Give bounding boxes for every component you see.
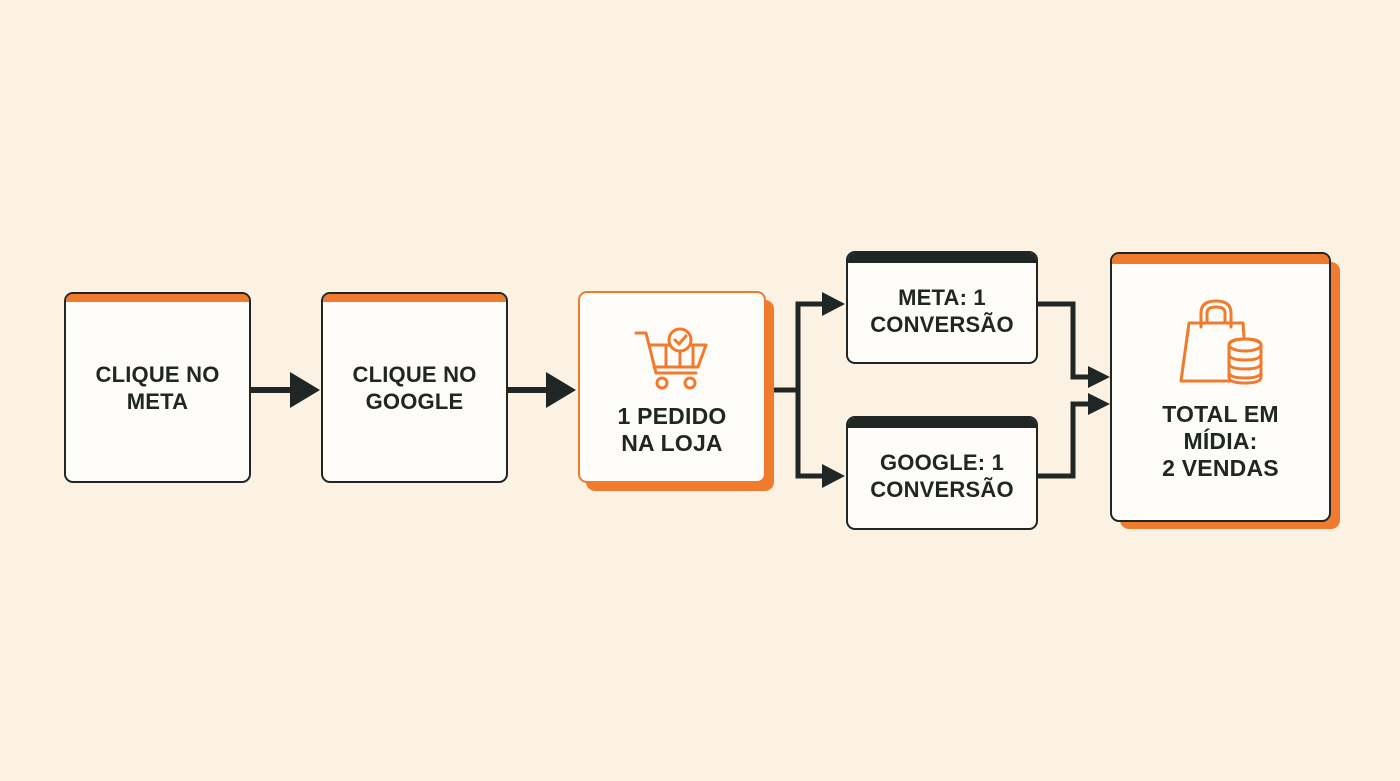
- arrowhead-google-to-order: [546, 372, 576, 408]
- google-click-node: CLIQUE NO GOOGLE: [321, 292, 508, 483]
- google-conversion-line-1: GOOGLE: 1: [879, 450, 1005, 475]
- order-line-2: NA LOJA: [621, 430, 723, 456]
- node-accent-bar: [323, 294, 506, 302]
- google-click-label: CLIQUE NO GOOGLE: [352, 361, 476, 415]
- meta-click-line-2: META: [126, 388, 189, 414]
- order-node: 1 PEDIDO NA LOJA: [578, 291, 766, 483]
- total-icon-wrap: [1171, 297, 1271, 387]
- split-to-google: [795, 390, 825, 479]
- meta-click-line-1: CLIQUE NO: [95, 361, 220, 387]
- google-conversion-line-2: CONVERSÃO: [870, 477, 1014, 502]
- total-line-2: MÍDIA:: [1183, 427, 1258, 454]
- node-accent-bar: [848, 253, 1036, 263]
- google-conversion-label: GOOGLE: 1 CONVERSÃO: [870, 449, 1014, 503]
- arrowhead-google-to-total: [1088, 393, 1110, 415]
- meta-to-total: [1037, 301, 1090, 380]
- order-icon-wrap: [632, 323, 712, 393]
- arrowhead-to-meta-conversion: [822, 292, 845, 316]
- meta-conversion-line-1: META: 1: [898, 284, 986, 310]
- total-node: TOTAL EM MÍDIA: 2 VENDAS: [1110, 252, 1331, 522]
- node-accent-bar: [1112, 254, 1329, 264]
- google-click-line-2: GOOGLE: [365, 388, 464, 414]
- order-label: 1 PEDIDO NA LOJA: [618, 403, 727, 457]
- shopping-cart-check-icon: [634, 327, 708, 390]
- arrowhead-meta-to-total: [1088, 366, 1110, 388]
- meta-conversion-node: META: 1 CONVERSÃO: [846, 251, 1038, 364]
- total-label: TOTAL EM MÍDIA: 2 VENDAS: [1162, 401, 1279, 482]
- meta-conversion-line-2: CONVERSÃO: [870, 311, 1014, 337]
- order-line-1: 1 PEDIDO: [617, 403, 727, 429]
- arrowhead-to-google-conversion: [822, 464, 845, 488]
- meta-click-node: CLIQUE NO META: [64, 292, 251, 483]
- meta-conversion-label: META: 1 CONVERSÃO: [870, 284, 1014, 338]
- meta-click-label: CLIQUE NO META: [95, 361, 219, 415]
- node-accent-bar: [848, 418, 1036, 428]
- google-to-total: [1037, 401, 1090, 479]
- google-conversion-node: GOOGLE: 1 CONVERSÃO: [846, 416, 1038, 530]
- total-line-3: 2 VENDAS: [1162, 454, 1279, 481]
- shopping-bag-coins-icon: [1179, 299, 1262, 385]
- split-to-meta: [795, 301, 825, 390]
- arrowhead-meta-to-google: [290, 372, 320, 408]
- node-accent-bar: [66, 294, 249, 302]
- total-line-1: TOTAL EM: [1162, 400, 1279, 427]
- google-click-line-1: CLIQUE NO: [352, 361, 477, 387]
